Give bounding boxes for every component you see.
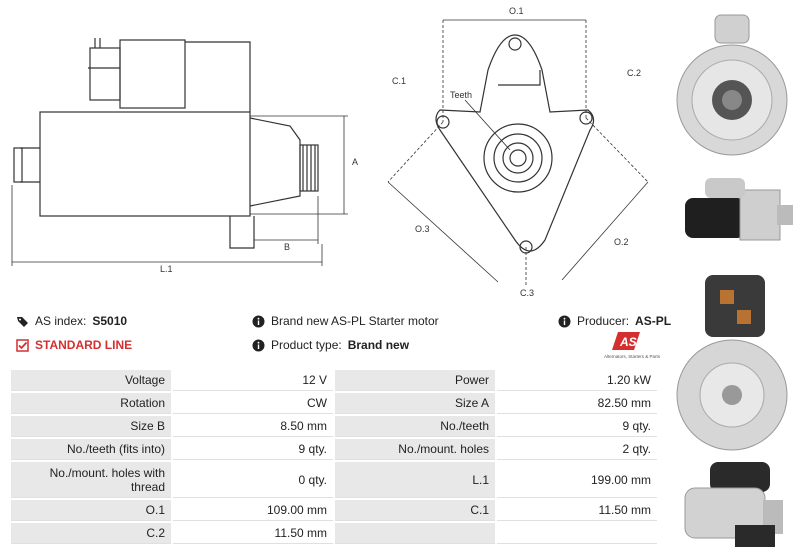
spec-label: No./teeth [335, 416, 495, 437]
producer-label: Producer: [577, 314, 630, 328]
logo-brand-text: AS [619, 335, 637, 349]
dim-c3-label: C.3 [520, 288, 534, 298]
as-index-row: AS index: S5010 [16, 314, 127, 328]
spec-value [497, 523, 657, 544]
description-row: Brand new AS-PL Starter motor [252, 314, 439, 328]
as-index-label: AS index: [35, 314, 87, 328]
spec-label: O.1 [11, 500, 171, 521]
spec-value: 9 qty. [497, 416, 657, 437]
spec-label: Size B [11, 416, 171, 437]
technical-drawing: A B L.1 O.1 C.1 C.2 Teeth O.3 O.2 C.3 [11, 6, 649, 298]
spec-value: 82.50 mm [497, 393, 657, 414]
product-type-row: Product type: Brand new [252, 338, 409, 352]
product-type-label: Product type: [271, 338, 342, 352]
dim-c1-label: C.1 [392, 76, 406, 86]
spec-value: 8.50 mm [173, 416, 333, 437]
dim-c2-label: C.2 [627, 68, 641, 78]
table-row: Rotation CW Size A 82.50 mm [11, 393, 657, 414]
standard-line-row: STANDARD LINE [16, 338, 132, 352]
checkbox-icon [16, 338, 29, 352]
standard-line-label: STANDARD LINE [35, 338, 133, 352]
spec-value: 11.50 mm [173, 523, 333, 544]
dim-a-label: A [352, 157, 358, 167]
as-pl-logo: AS Alternators, Starters & Parts [604, 332, 661, 359]
flange-outline [435, 34, 595, 252]
table-row: C.2 11.50 mm [11, 523, 657, 544]
spec-label: C.2 [11, 523, 171, 544]
spec-value: 2 qty. [497, 439, 657, 460]
logo-tagline: Alternators, Starters & Parts [604, 354, 661, 359]
product-photos [676, 14, 793, 547]
dim-b-label: B [284, 242, 290, 252]
spec-label: C.1 [335, 500, 495, 521]
info-icon [558, 315, 571, 328]
spec-label [335, 523, 495, 544]
table-row: No./teeth (fits into) 9 qty. No./mount. … [11, 439, 657, 460]
table-row: No./mount. holes with thread 0 qty. L.1 … [11, 462, 657, 498]
dim-o3-label: O.3 [415, 224, 430, 234]
table-row: O.1 109.00 mm C.1 11.50 mm [11, 500, 657, 521]
dim-o2-label: O.2 [614, 237, 629, 247]
table-row: Voltage 12 V Power 1.20 kW [11, 370, 657, 391]
spec-label: Rotation [11, 393, 171, 414]
spec-value: 9 qty. [173, 439, 333, 460]
product-type-value: Brand new [347, 338, 410, 352]
motor-housing [39, 111, 251, 217]
as-index-value: S5010 [92, 314, 128, 328]
spec-value: 199.00 mm [497, 462, 657, 498]
spec-table: Voltage 12 V Power 1.20 kW Rotation CW S… [9, 368, 659, 546]
spec-label: L.1 [335, 462, 495, 498]
spec-value: 109.00 mm [173, 500, 333, 521]
dim-o1-label: O.1 [509, 6, 524, 16]
photo-front-view [676, 14, 788, 156]
photo-side-angle-view [684, 462, 783, 547]
spec-label: No./mount. holes [335, 439, 495, 460]
tag-icon [16, 315, 29, 328]
spec-label: Size A [335, 393, 495, 414]
photo-side-view [685, 178, 793, 241]
table-row: Size B 8.50 mm No./teeth 9 qty. [11, 416, 657, 437]
spec-value: CW [173, 393, 333, 414]
solenoid-body [119, 39, 186, 109]
photo-rear-view [676, 275, 788, 451]
spec-value: 11.50 mm [497, 500, 657, 521]
producer-value: AS-PL [635, 314, 672, 328]
spec-label: Voltage [11, 370, 171, 391]
spec-label: No./teeth (fits into) [11, 439, 171, 460]
spec-value: 12 V [173, 370, 333, 391]
info-icon [252, 315, 265, 328]
spec-value: 0 qty. [173, 462, 333, 498]
info-icon [252, 339, 265, 352]
teeth-label: Teeth [450, 90, 472, 100]
description-text: Brand new AS-PL Starter motor [271, 314, 439, 328]
spec-label: Power [335, 370, 495, 391]
spec-label: No./mount. holes with thread [11, 462, 171, 498]
spec-value: 1.20 kW [497, 370, 657, 391]
dim-l1-label: L.1 [160, 264, 173, 274]
producer-row: Producer: AS-PL [558, 314, 671, 328]
